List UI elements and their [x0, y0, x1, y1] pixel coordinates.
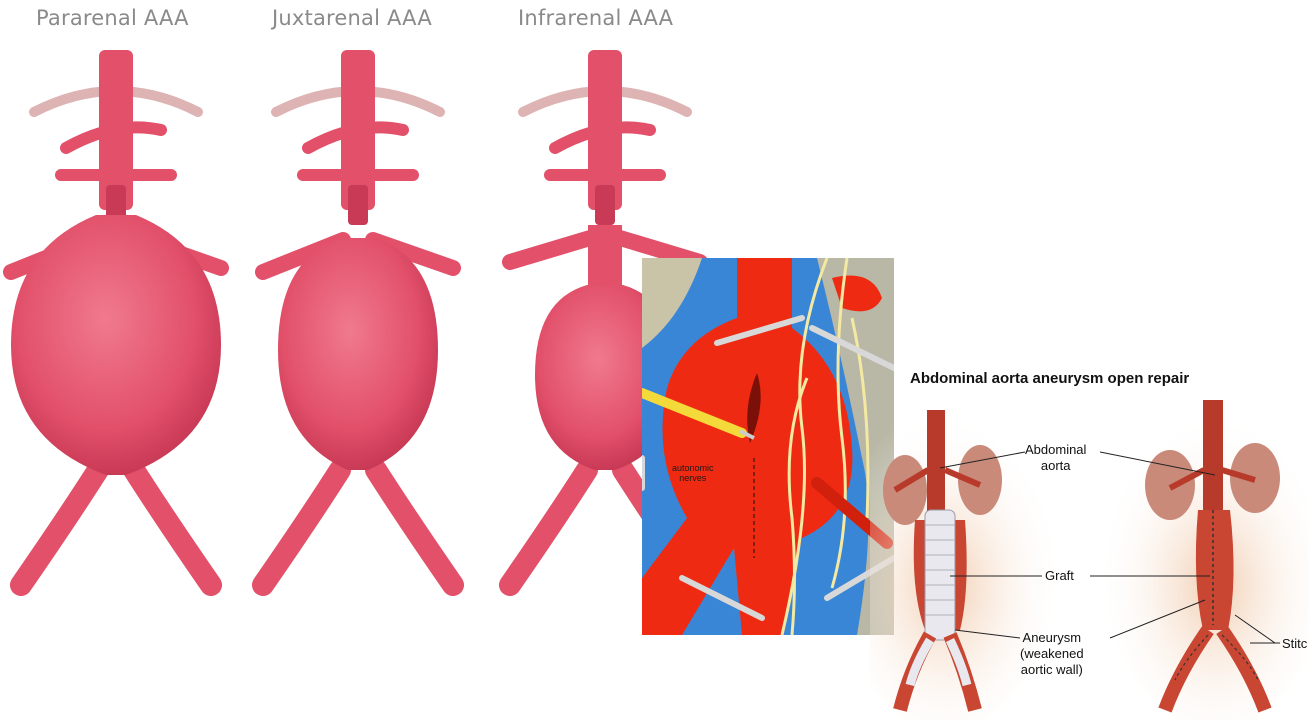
- aaa-illustrations: [0, 0, 720, 610]
- pararenal-aorta: [11, 50, 221, 585]
- repair-title: Abdominal aorta aneurysm open repair: [910, 370, 1189, 387]
- open-repair-drawing: [870, 360, 1309, 720]
- nerve-label: autonomic nerves: [672, 463, 714, 483]
- callout-stitches: Stitc: [1282, 636, 1307, 652]
- callout-abdominal-aorta: Abdominal aorta: [1025, 442, 1086, 474]
- callout-graft: Graft: [1045, 568, 1074, 584]
- juxtarenal-aorta: [263, 50, 453, 585]
- callout-aneurysm: Aneurysm (weakened aortic wall): [1020, 630, 1084, 678]
- aaa-types-panel: Pararenal AAA Juxtarenal AAA Infrarenal …: [0, 0, 720, 610]
- open-repair-panel: Abdominal aorta aneurysm open repair Abd…: [870, 360, 1309, 720]
- surgery-drawing: [642, 258, 894, 635]
- surgery-illustration: autonomic nerves: [642, 258, 894, 635]
